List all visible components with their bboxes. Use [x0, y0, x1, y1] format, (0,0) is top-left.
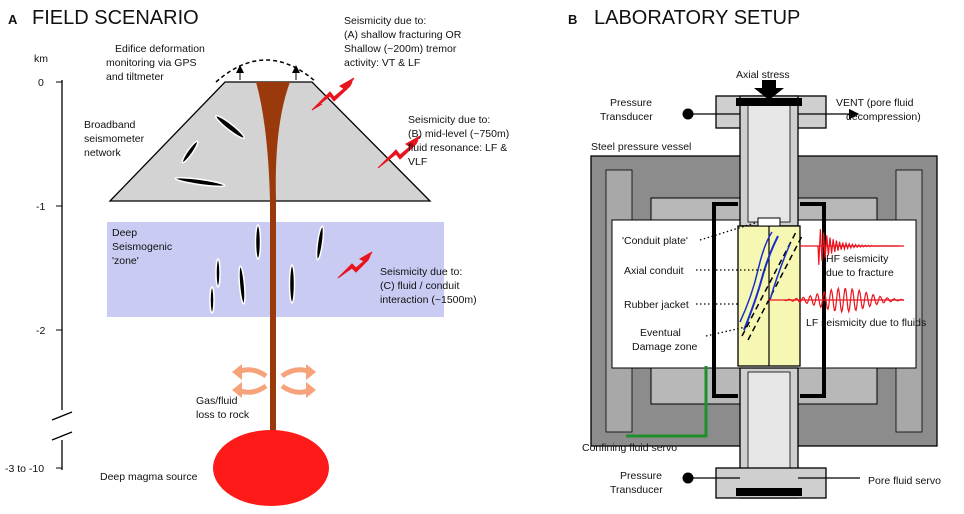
bolt-a-icon [311, 81, 353, 111]
panel-a-letter: A [8, 12, 18, 27]
tick-3: -3 to -10 [5, 463, 44, 475]
panel-b-letter: B [568, 12, 577, 27]
axis-unit: km [34, 53, 48, 65]
axial-conduit-label: Axial conduit [624, 265, 684, 277]
gas-loss-arrows [232, 364, 316, 398]
deep-magma-source [213, 430, 329, 506]
broadband-label: Broadband seismometer network [84, 119, 147, 159]
edifice-cracks [174, 114, 246, 188]
rubber-jacket-label: Rubber jacket [624, 299, 689, 311]
seismicity-b-label: Seismicity due to: (B) mid-level (~750m)… [408, 114, 512, 168]
depth-axis: km 0 -1 -2 -3 to -10 [5, 53, 73, 475]
panel-a-title: FIELD SCENARIO [32, 7, 199, 29]
magma-source-label: Deep magma source [100, 471, 198, 483]
conduit-plate-label: 'Conduit plate' [622, 235, 688, 247]
axial-stress-label: Axial stress [736, 69, 790, 81]
vent-label: VENT (pore fluid decompression) [836, 97, 921, 123]
leader-lines [696, 221, 768, 337]
panel-a: A FIELD SCENARIO km 0 -1 -2 -3 to -10 [5, 7, 512, 506]
conduit-plate [757, 217, 781, 227]
bolt-c-icon [337, 255, 371, 279]
hf-seismicity-waveform [800, 229, 904, 265]
axial-stress-arrow-icon [754, 80, 784, 100]
pressure-transducer-bottom-label: Pressure Transducer [610, 470, 665, 496]
magma-conduit [256, 82, 290, 435]
hf-seismicity-label: HF seismicity due to fracture [826, 253, 894, 279]
deformation-dome [215, 59, 317, 83]
edifice-label: Edifice deformation monitoring via GPS a… [106, 43, 208, 83]
pore-fluid-servo-label: Pore fluid servo [868, 475, 941, 487]
bottom-piston [715, 367, 827, 499]
confining-servo-label: Confining fluid servo [582, 442, 677, 454]
tick-2: -2 [36, 325, 45, 337]
panel-b-title: LABORATORY SETUP [594, 7, 800, 29]
lf-seismicity-waveform [768, 286, 905, 314]
top-plumbing [682, 80, 860, 120]
tick-0: 0 [38, 77, 44, 89]
confining-fluid-line [626, 366, 708, 438]
bolt-b-icon [377, 139, 419, 169]
lf-seismicity-label: LF seismicity due to fluids [806, 317, 926, 329]
gas-loss-label: Gas/fluid loss to rock [196, 395, 250, 421]
seismicity-c-label: Seismicity due to: (C) fluid / conduit i… [380, 266, 477, 306]
damage-zone-label: Eventual Damage zone [632, 327, 698, 353]
deep-zone-cracks [209, 224, 325, 314]
seismicity-bolts [311, 77, 421, 279]
panel-b: B LABORATORY SETUP [568, 7, 941, 499]
seismicity-a-label: Seismicity due to: (A) shallow fracturin… [344, 15, 464, 69]
bottom-plumbing [682, 472, 860, 484]
pressure-transducer-top-label: Pressure Transducer [600, 97, 655, 123]
damage-zone [739, 231, 803, 341]
deep-zone-label: Deep Seismogenic 'zone' [112, 227, 175, 267]
tick-1: -1 [36, 201, 45, 213]
top-piston [715, 95, 827, 227]
vessel-label: Steel pressure vessel [591, 141, 691, 153]
